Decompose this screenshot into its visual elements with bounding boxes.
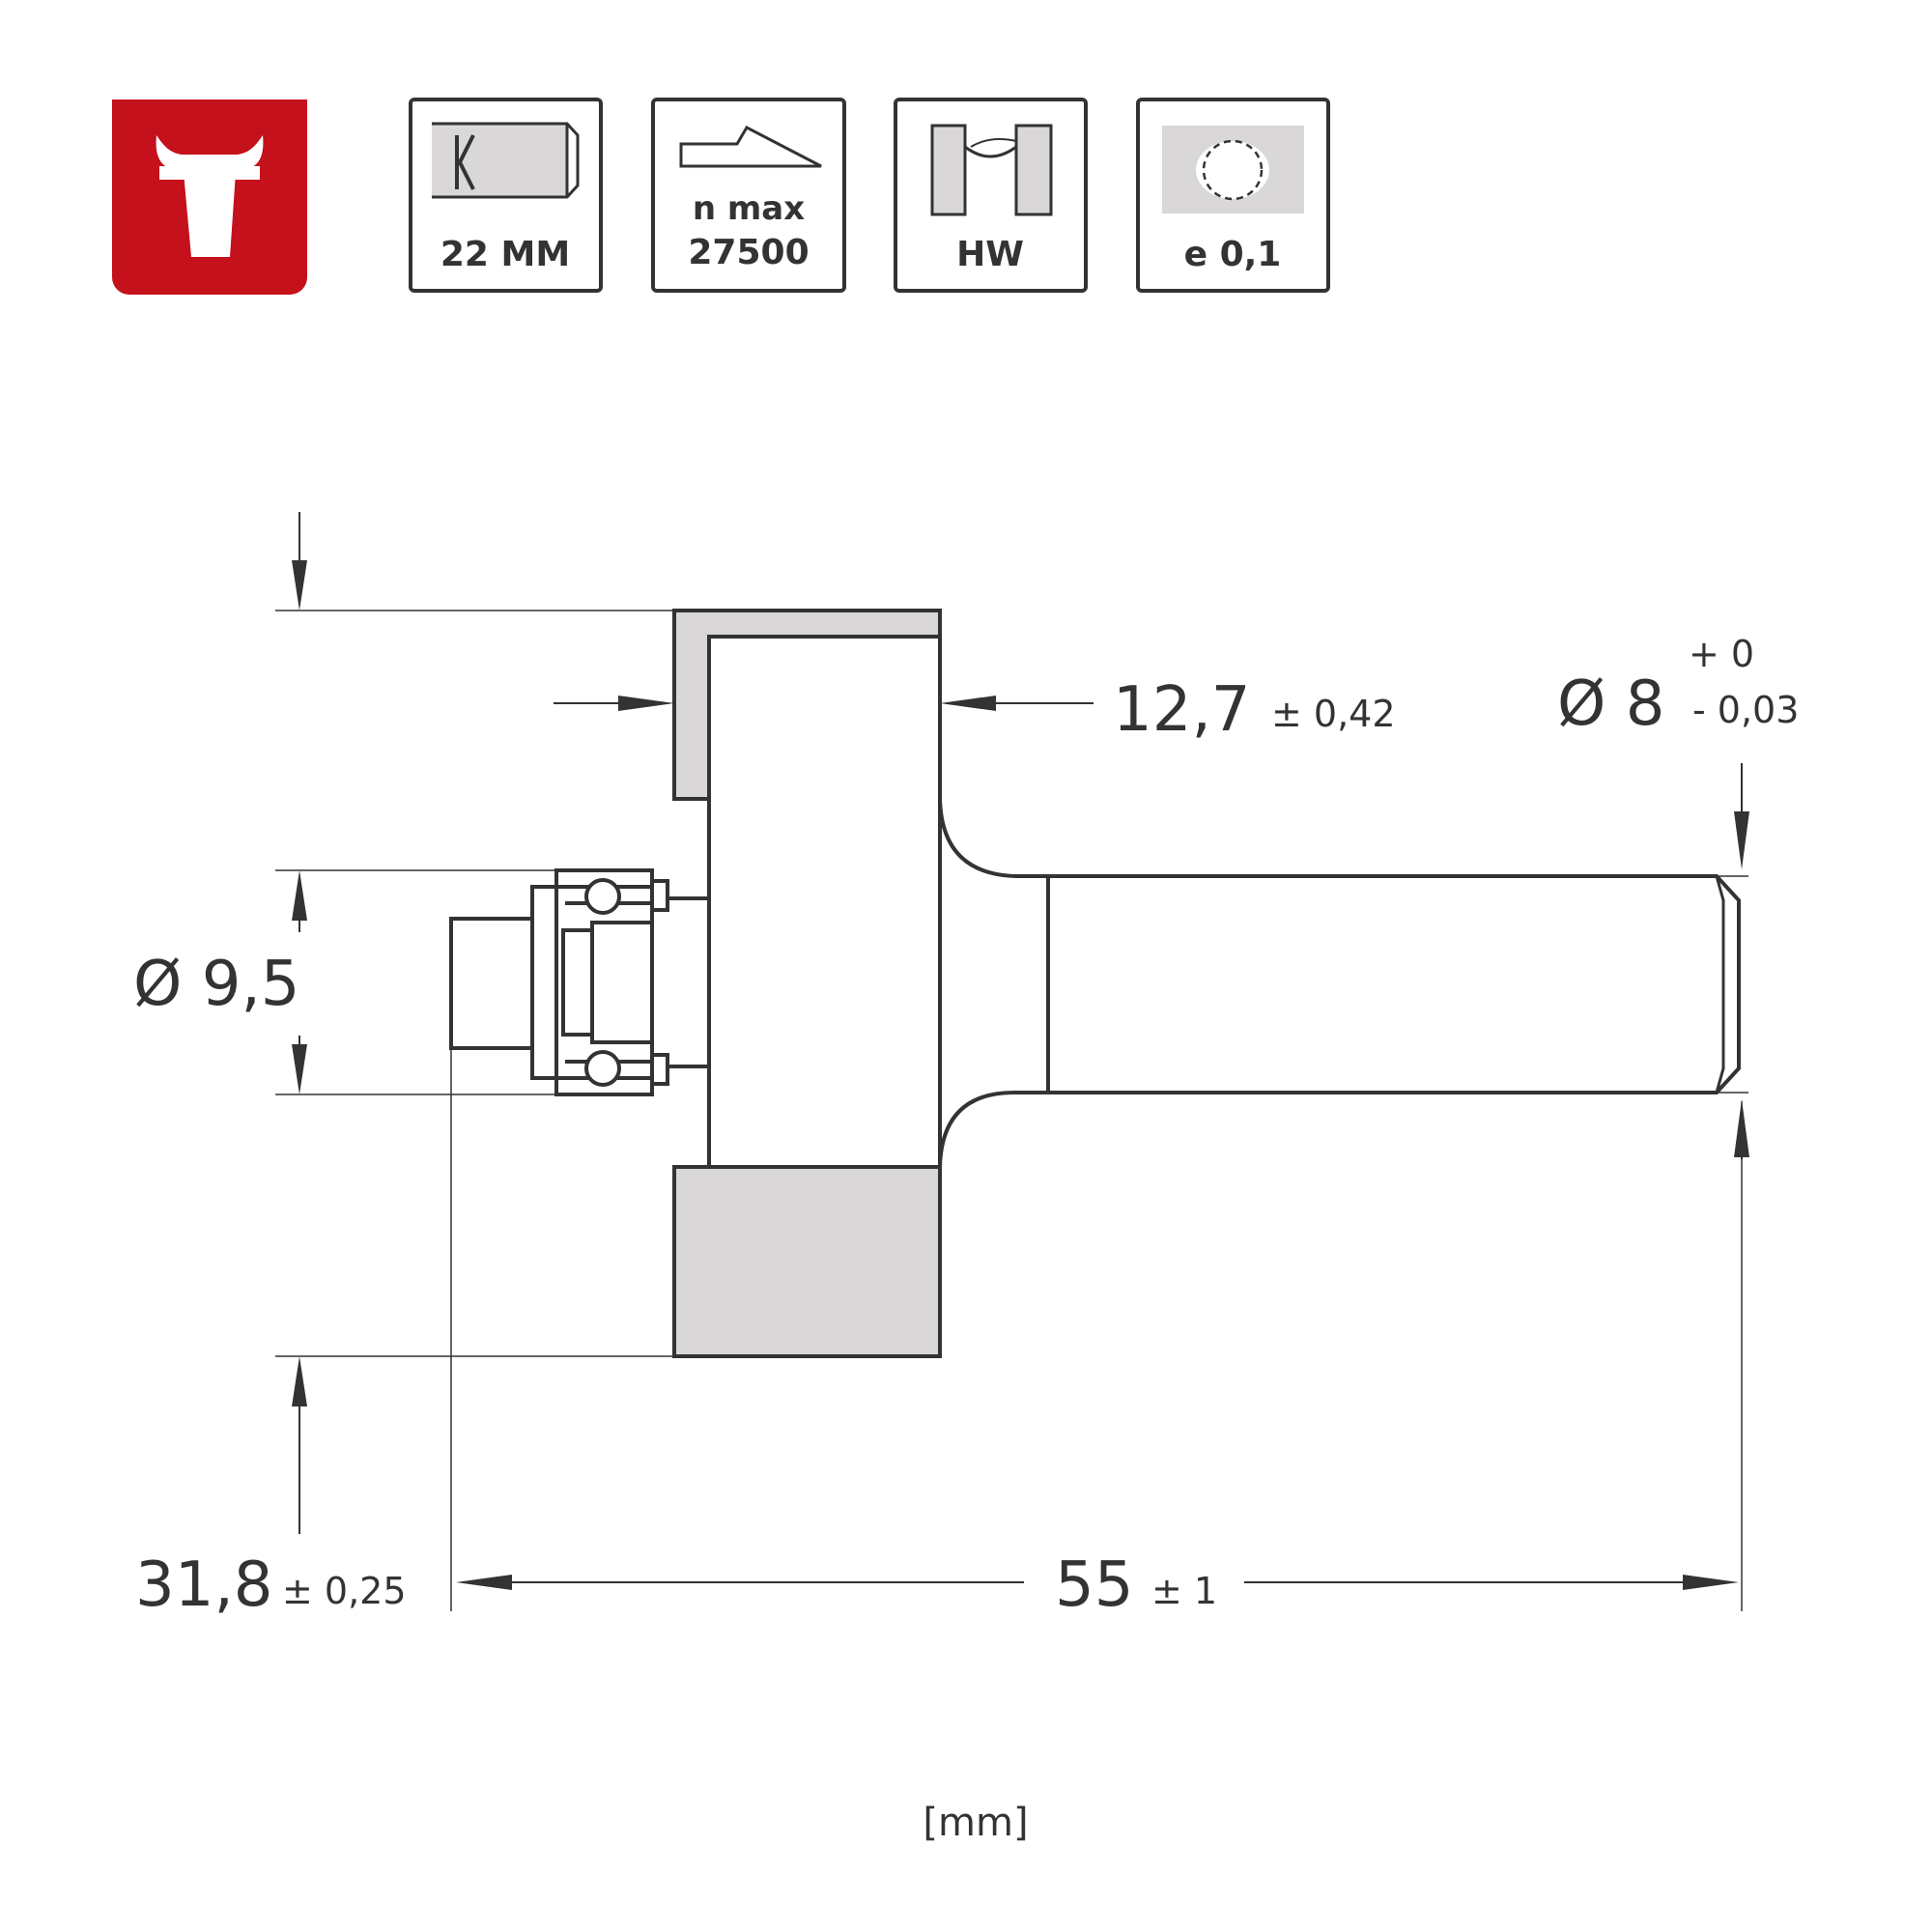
runout-label: e 0,1 bbox=[1184, 235, 1282, 274]
router-bit bbox=[449, 609, 1741, 1358]
speed-icon bbox=[679, 126, 822, 168]
cutter-body bbox=[707, 635, 942, 1169]
material-badge: HW bbox=[894, 98, 1088, 293]
material-icon bbox=[930, 124, 1053, 216]
units-label: [mm] bbox=[923, 1801, 1028, 1845]
speed-badge: n max 27500 bbox=[651, 98, 846, 293]
length-value: 55 bbox=[1055, 1549, 1133, 1621]
shank-tolerance-plus: + 0 bbox=[1689, 633, 1754, 675]
length-tolerance: ± 1 bbox=[1151, 1570, 1217, 1612]
cut-depth-value: 12,7 bbox=[1113, 674, 1251, 746]
shank-diameter-value: Ø 8 bbox=[1557, 668, 1664, 740]
bearing-diameter-value: Ø 9,5 bbox=[133, 949, 300, 1020]
bearing bbox=[449, 868, 709, 1096]
shank bbox=[1046, 874, 1741, 1094]
speed-label-line1: n max bbox=[693, 189, 805, 228]
dimension-texts: 12,7 ± 0,42 Ø 8 + 0 - 0,03 Ø 9,5 31,8 ± … bbox=[133, 633, 1799, 1845]
speed-label-line2: 27500 bbox=[688, 233, 809, 272]
runout-badge: e 0,1 bbox=[1136, 98, 1330, 293]
brand-logo bbox=[112, 99, 307, 295]
shank-badge: 22 MM bbox=[409, 98, 603, 293]
shank-label: 22 MM bbox=[440, 235, 570, 274]
shank-tolerance-minus: - 0,03 bbox=[1692, 689, 1799, 731]
cut-depth-tolerance: ± 0,42 bbox=[1271, 693, 1396, 735]
cut-diameter-tolerance: ± 0,25 bbox=[282, 1570, 407, 1612]
shank-icon bbox=[432, 122, 580, 199]
runout-icon bbox=[1162, 126, 1304, 213]
cut-diameter-value: 31,8 bbox=[135, 1549, 273, 1621]
neck-fillet-top bbox=[938, 798, 1048, 878]
neck-fillet-bottom bbox=[938, 1090, 1048, 1168]
material-label: HW bbox=[956, 235, 1024, 274]
lower-cutter bbox=[672, 1165, 942, 1358]
dimension-lines bbox=[275, 512, 1749, 1611]
